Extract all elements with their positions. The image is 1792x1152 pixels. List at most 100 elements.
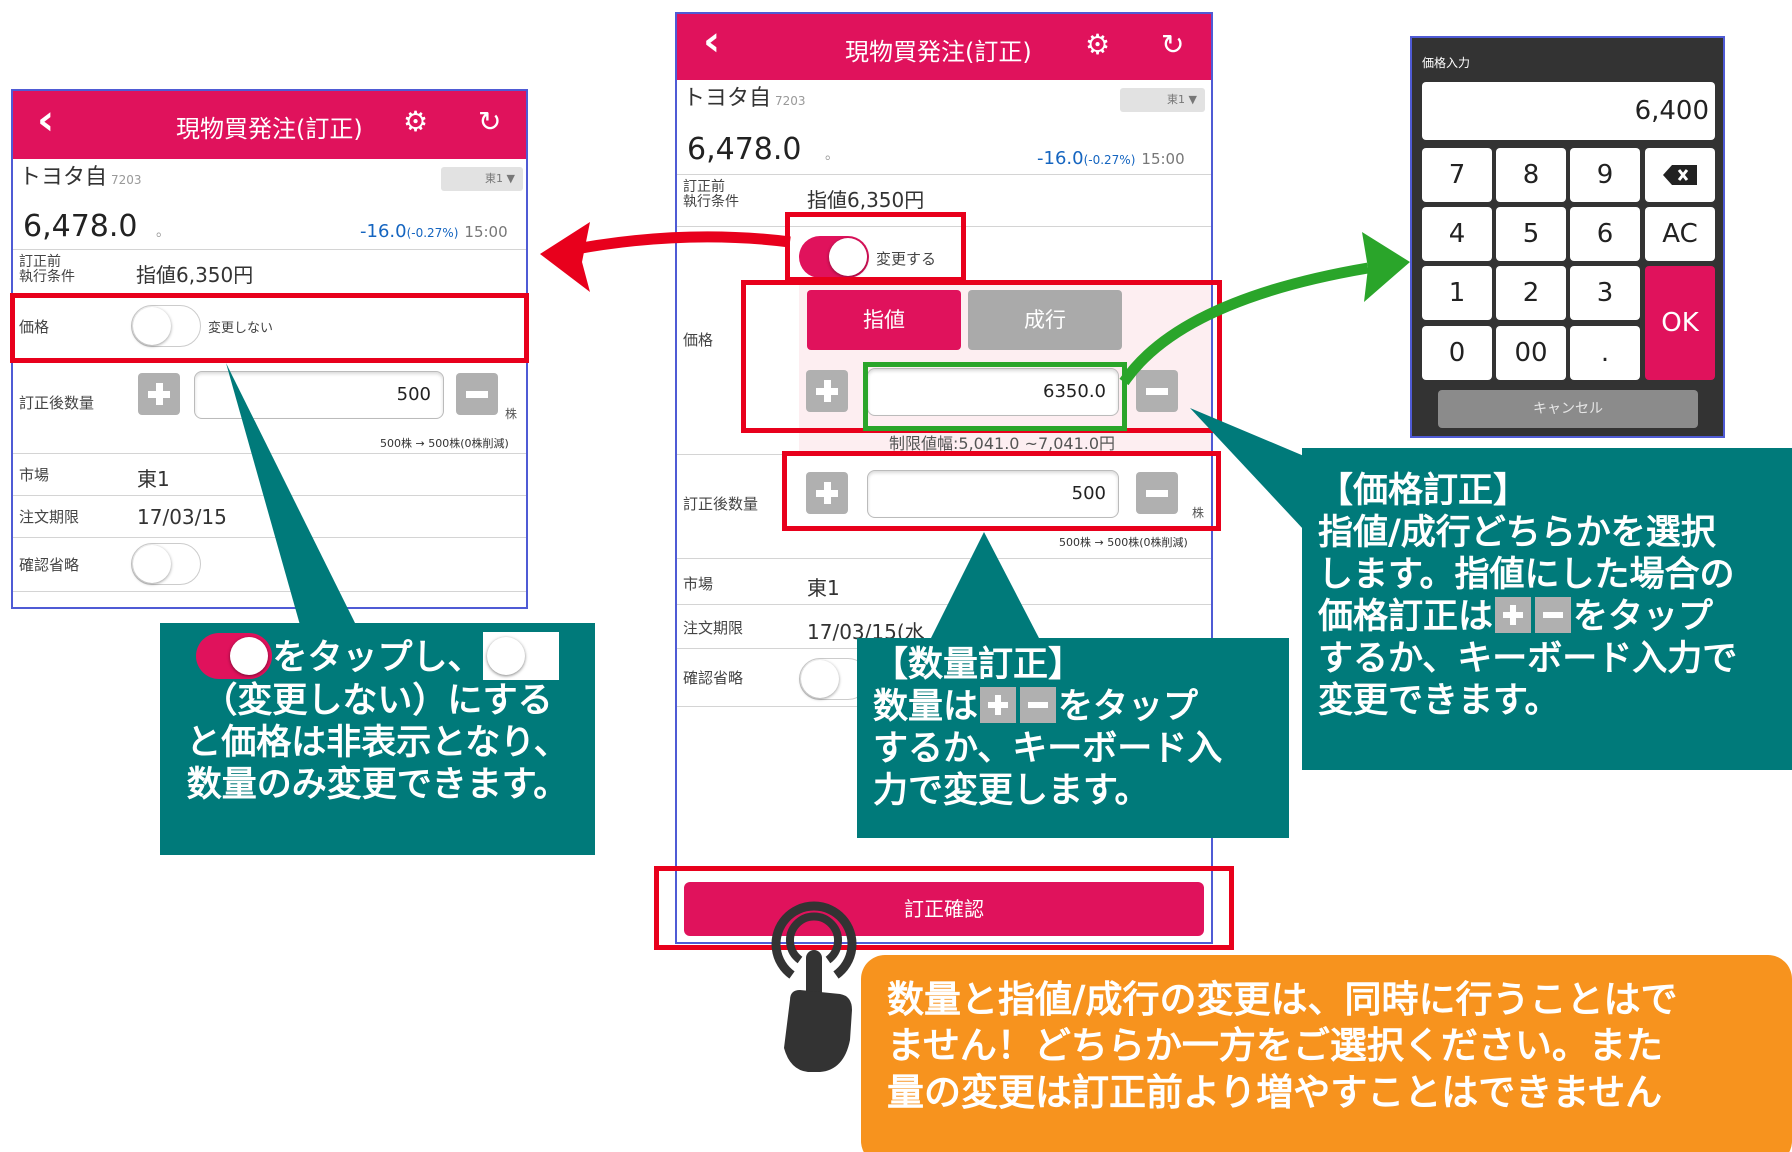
toggle-label: 変更しない [208,321,274,336]
key-dot[interactable]: . [1570,326,1640,380]
key-ac[interactable]: AC [1645,207,1715,261]
price-change: -16.0(-0.27%)15:00 [360,221,508,242]
callout-pointer-3 [1190,408,1304,530]
keypad-cancel-button[interactable]: キャンセル [1438,390,1698,428]
pre-condition-value: 指値6,350円 [807,188,925,212]
gear-icon[interactable]: ⚙ [1085,28,1111,61]
market-value: 東1 [807,576,840,600]
skip-confirm-label: 確認省略 [683,669,744,687]
keypad-display: 6,400 [1422,82,1715,140]
price-label: 価格 [19,318,50,336]
minus-icon [1535,597,1572,633]
expiry-value: 17/03/15 [137,505,227,529]
page-title: 現物買発注(訂正) [845,38,1032,66]
qty-plus-button[interactable] [806,472,848,514]
pre-condition-label: 訂正前 執行条件 [19,254,75,286]
minus-icon [1020,687,1057,723]
price-minus-button[interactable] [1136,370,1178,412]
seg-limit-order[interactable]: 指値 [807,290,961,350]
price-suffix: 。 [156,224,170,240]
key-4[interactable]: 4 [1422,207,1492,261]
price-range: 制限値幅:5,041.0 ~7,041.0円 [889,434,1116,453]
callout-warning: 数量と指値/成行の変更は、同時に行うことはで ません！どちらか一方をご選択くださ… [861,955,1792,1152]
key-ok[interactable]: OK [1645,266,1715,380]
keypad-title: 価格入力 [1422,56,1471,70]
qty-unit: 株 [505,407,518,421]
key-9[interactable]: 9 [1570,148,1640,202]
header-bar: ‹ 現物買発注(訂正) ⚙ ↻ [677,14,1211,80]
toggle-on-icon [196,633,273,679]
price-keypad: 価格入力 6,400 7 8 9 4 5 6 AC 1 2 3 OK 0 00 … [1410,36,1725,438]
market-label: 市場 [19,466,50,484]
qty-minus-button[interactable] [456,373,498,415]
price-change: -16.0(-0.27%)15:00 [1037,148,1185,169]
red-arrow [558,231,791,258]
qty-label: 訂正後数量 [19,394,95,412]
market-select[interactable]: 東1 ▼ [1120,88,1205,112]
backspace-key[interactable] [1645,148,1715,202]
qty-label: 訂正後数量 [683,495,759,513]
market-label: 市場 [683,575,714,593]
pre-condition-value: 指値6,350円 [136,263,254,287]
back-icon[interactable]: ‹ [37,95,55,144]
price-input[interactable]: 6350.0 [867,368,1119,416]
price-plus-button[interactable] [806,370,848,412]
qty-minus-button[interactable] [1136,472,1178,514]
qty-plus-button[interactable] [138,373,180,415]
plus-icon [1495,597,1532,633]
skip-confirm-label: 確認省略 [19,556,80,574]
key-7[interactable]: 7 [1422,148,1492,202]
refresh-icon[interactable]: ↻ [478,105,502,138]
gear-icon[interactable]: ⚙ [403,105,429,138]
price-suffix: 。 [825,147,839,163]
plus-icon [980,687,1017,723]
callout-pointer-1 [226,363,356,625]
red-arrow-head [540,222,590,292]
refresh-icon[interactable]: ↻ [1161,28,1185,61]
qty-note: 500株 → 500株(0株削減) [1059,536,1188,549]
key-6[interactable]: 6 [1570,207,1640,261]
market-value: 東1 [137,467,170,491]
price-change-toggle[interactable] [799,236,869,278]
callout-toggle-hint: をタップし、 （変更しない）にする と価格は非表示となり、 数量のみ変更できます… [160,623,595,855]
toggle-label: 変更する [876,250,937,268]
callout-pointer-2 [930,532,1040,640]
highlight-qty-section [782,451,1221,531]
price-label: 価格 [683,331,714,349]
qty-input[interactable]: 500 [867,470,1119,518]
skip-confirm-toggle[interactable] [131,543,201,585]
qty-unit: 株 [1192,506,1205,520]
highlight-price-row [10,293,529,363]
expiry-label: 注文期限 [683,619,744,637]
expiry-label: 注文期限 [19,508,80,526]
key-3[interactable]: 3 [1570,266,1640,320]
pre-condition-label: 訂正前 執行条件 [683,179,739,211]
green-arrow [1119,262,1369,386]
key-2[interactable]: 2 [1496,266,1566,320]
page-title: 現物買発注(訂正) [176,115,363,143]
toggle-off-icon [482,632,559,680]
callout-qty-hint: 【数量訂正】 数量はをタップ するか、キーボード入 力で変更します。 [857,638,1289,838]
current-price: 6,478.0 [687,132,802,167]
key-1[interactable]: 1 [1422,266,1492,320]
header-bar: ‹ 現物買発注(訂正) ⚙ ↻ [13,91,526,159]
highlight-price-input [863,362,1127,431]
green-arrow-head [1362,232,1410,302]
highlight-confirm-button [654,866,1234,950]
key-8[interactable]: 8 [1496,148,1566,202]
callout-price-hint: 【価格訂正】 指値/成行どちらかを選択 します。指値にした場合の 価格訂正はをタ… [1302,448,1792,770]
tap-hand-icon [771,901,857,1072]
confirm-button[interactable]: 訂正確認 [684,882,1204,936]
qty-note: 500株 → 500株(0株削減) [380,437,509,450]
key-5[interactable]: 5 [1496,207,1566,261]
market-select[interactable]: 東1 ▼ [441,167,523,191]
seg-market-order[interactable]: 成行 [968,290,1122,350]
key-0[interactable]: 0 [1422,326,1492,380]
price-change-toggle[interactable] [131,305,201,347]
key-00[interactable]: 00 [1496,326,1566,380]
back-icon[interactable]: ‹ [703,16,721,65]
